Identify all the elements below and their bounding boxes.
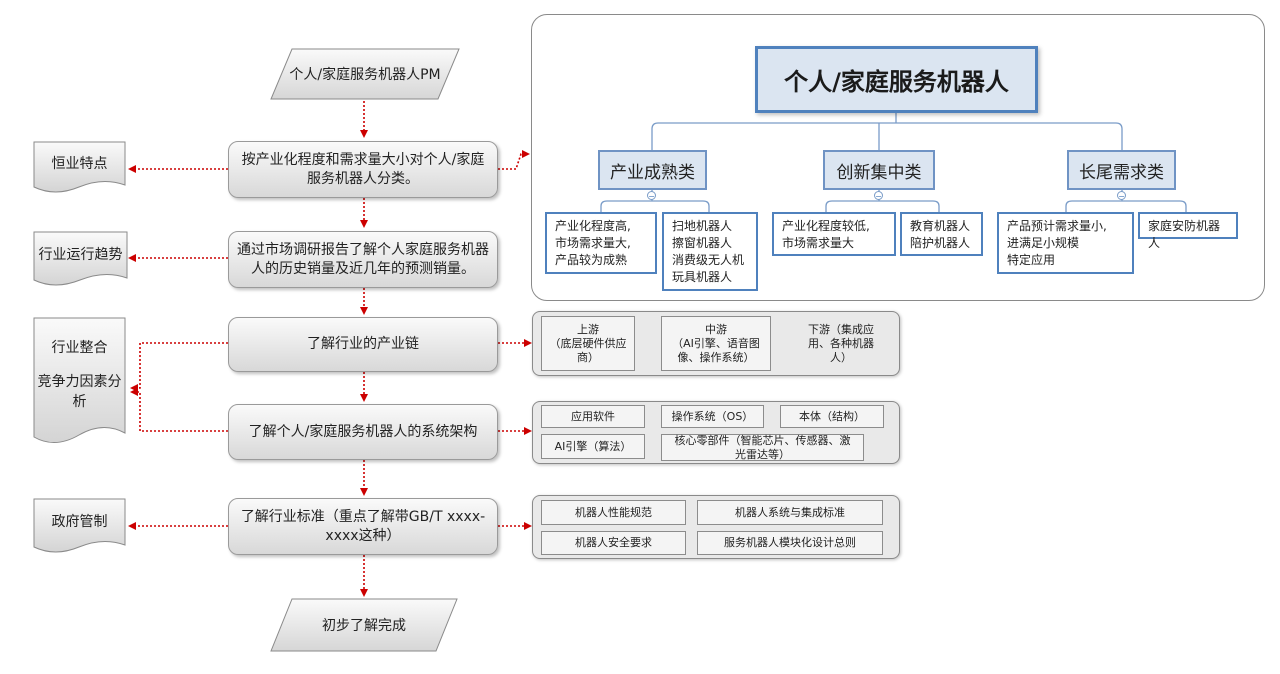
flow-step-industry-chain: 了解行业的产业链 bbox=[228, 317, 498, 372]
arch-app-software: 应用软件 bbox=[541, 405, 645, 428]
flow-arrows bbox=[128, 101, 532, 597]
doc-industry-trend-label: 行业运行趋势 bbox=[38, 247, 123, 263]
category-industrial-mature: 产业成熟类 bbox=[598, 150, 707, 190]
category-long-tail: 长尾需求类 bbox=[1067, 150, 1176, 190]
chain-midstream: 中游 （AI引擎、语音图像、操作系统） bbox=[661, 316, 771, 371]
flow-end-node: 初步了解完成 bbox=[270, 598, 458, 652]
leaf-innovation-description: 产业化程度较低, 市场需求量大 bbox=[772, 212, 896, 256]
std-modular-design: 服务机器人模块化设计总则 bbox=[697, 531, 883, 555]
chain-upstream: 上游 （底层硬件供应商） bbox=[541, 316, 635, 371]
flow-start-node: 个人/家庭服务机器人PM bbox=[270, 48, 460, 100]
doc-integration-label: 行业整合 bbox=[51, 340, 108, 356]
doc-industry-integration: 行业整合 竞争力因素分析 bbox=[33, 317, 126, 447]
leaf-mature-description: 产业化程度高, 市场需求量大, 产品较为成熟 bbox=[545, 212, 657, 274]
flow-step-system-architecture: 了解个人/家庭服务机器人的系统架构 bbox=[228, 404, 498, 460]
leaf-mature-products: 扫地机器人 擦窗机器人 消费级无人机 玩具机器人 bbox=[662, 212, 758, 291]
doc-government-label: 政府管制 bbox=[51, 514, 108, 530]
collapse-toggle-icon[interactable]: − bbox=[647, 191, 656, 201]
flow-step-industry-standards: 了解行业标准（重点了解带GB/T xxxx-xxxx这种） bbox=[228, 498, 498, 555]
doc-government-regulation: 政府管制 bbox=[33, 498, 126, 554]
flow-end-label: 初步了解完成 bbox=[322, 618, 406, 634]
flow-start-label: 个人/家庭服务机器人PM bbox=[289, 67, 441, 83]
std-safety-requirements: 机器人安全要求 bbox=[541, 531, 686, 555]
std-performance-spec: 机器人性能规范 bbox=[541, 500, 686, 525]
mindmap-root: 个人/家庭服务机器人 bbox=[755, 46, 1038, 113]
chain-downstream: 下游（集成应用、各种机器人） bbox=[808, 322, 874, 364]
flow-step-market-research: 通过市场调研报告了解个人家庭服务机器人的历史销量及近几年的预测销量。 bbox=[228, 231, 498, 288]
leaf-longtail-products: 家庭安防机器人 bbox=[1138, 212, 1238, 250]
arch-operating-system: 操作系统（OS） bbox=[661, 405, 764, 428]
collapse-toggle-icon[interactable]: − bbox=[1117, 191, 1126, 201]
doc-industry-trend: 行业运行趋势 bbox=[33, 231, 128, 287]
flow-step-classify: 按产业化程度和需求量大小对个人/家庭服务机器人分类。 bbox=[228, 141, 498, 198]
arch-ai-engine: AI引擎（算法） bbox=[541, 434, 645, 459]
std-system-integration: 机器人系统与集成标准 bbox=[697, 500, 883, 525]
leaf-longtail-description: 产品预计需求量小, 进满足小规模 特定应用 bbox=[997, 212, 1134, 274]
doc-industry-features-label: 恒业特点 bbox=[51, 155, 108, 172]
leaf-innovation-products: 教育机器人 陪护机器人 bbox=[900, 212, 983, 256]
arch-body-structure: 本体（结构） bbox=[780, 405, 884, 428]
arch-core-components: 核心零部件（智能芯片、传感器、激光雷达等） bbox=[661, 434, 864, 461]
category-innovation-focus: 创新集中类 bbox=[823, 150, 935, 190]
collapse-toggle-icon[interactable]: − bbox=[874, 191, 883, 201]
doc-industry-features: 恒业特点 bbox=[33, 141, 126, 194]
doc-competitiveness-label: 竞争力因素分析 bbox=[37, 374, 122, 410]
